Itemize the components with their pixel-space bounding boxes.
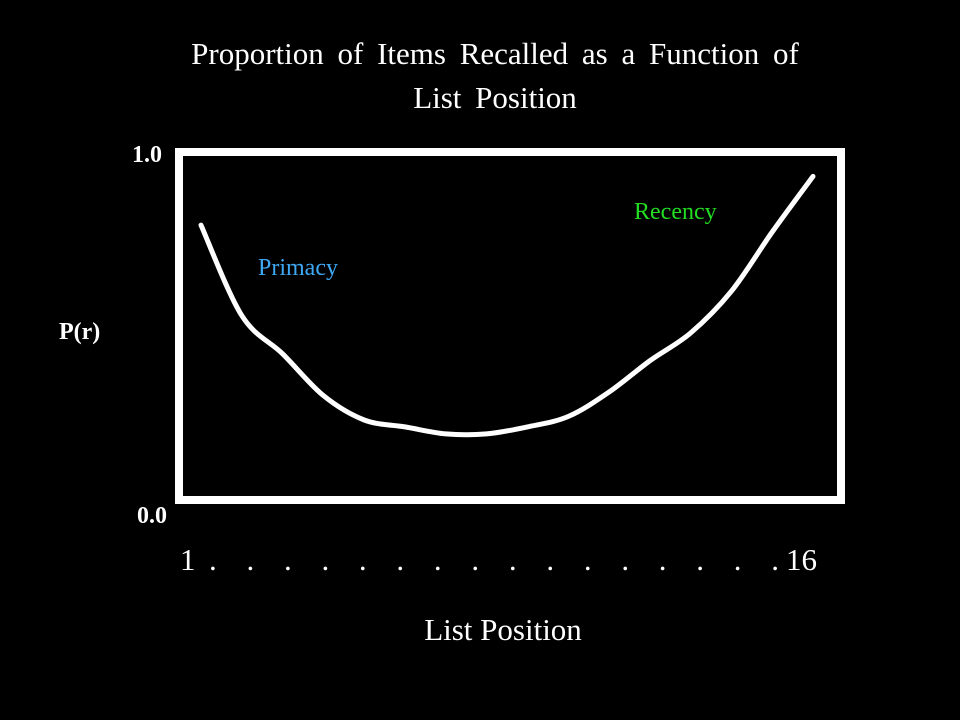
chart-title-line-2: List Position [413,80,577,115]
x-tick-end: 16 [786,542,817,577]
chart-title: Proportion of Items Recalled as a Functi… [140,32,850,120]
series-line-0 [198,173,816,438]
annotation-recency: Recency [634,199,717,225]
y-tick-bottom: 0.0 [137,503,167,529]
plot-frame [175,148,845,504]
x-axis-label: List Position [424,612,582,647]
series-layer [198,173,816,438]
y-tick-top: 1.0 [132,142,162,168]
x-tick-dots: . . . . . . . . . . . . . . . . [209,542,779,577]
x-tick-start: 1 [180,542,196,577]
annotation-primacy: Primacy [258,255,338,281]
y-axis-label: P(r) [59,319,100,345]
chart-title-line-1: Proportion of Items Recalled as a Functi… [191,36,799,71]
